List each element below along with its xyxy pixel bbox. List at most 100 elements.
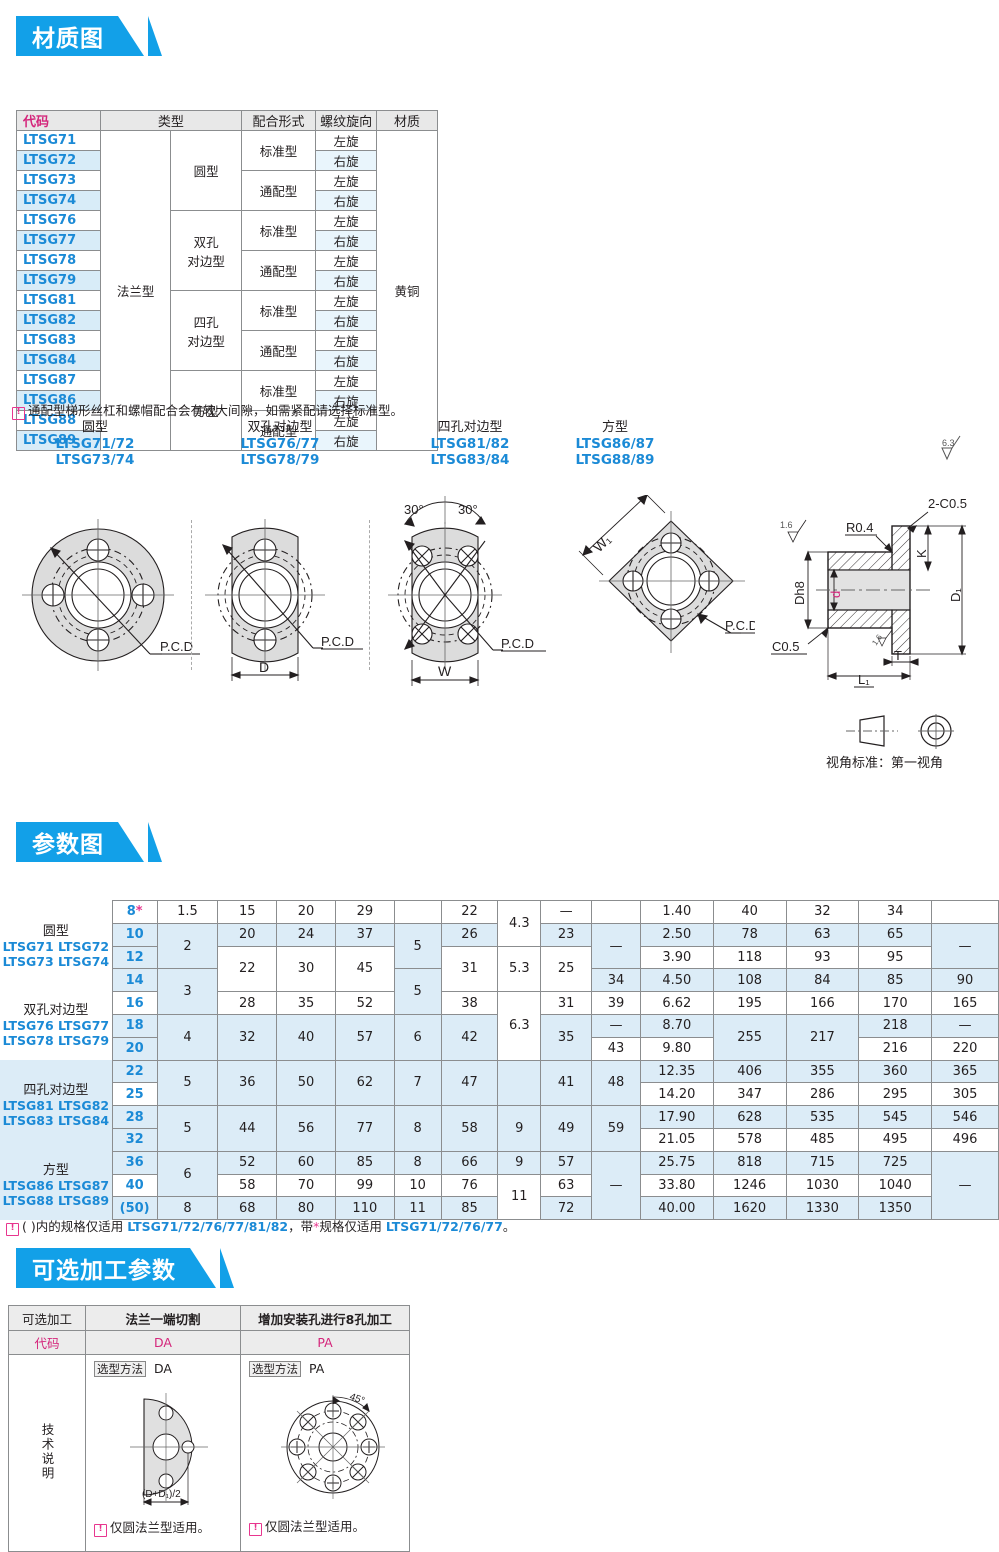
hand-cell: 左旋 bbox=[315, 330, 378, 351]
table-row: 14 3 5 34 4.50 108 84 85 90 bbox=[0, 968, 999, 1015]
caption-code-1: LTSG71/72 bbox=[55, 436, 135, 452]
c7-cell: 47 bbox=[440, 1059, 499, 1107]
code-cell: LTSG72 bbox=[16, 150, 101, 171]
c13-cell: 485 bbox=[785, 1127, 860, 1152]
c9-cell: 31 bbox=[540, 991, 593, 1015]
note-text: 仅圆法兰型适用。 bbox=[265, 1519, 366, 1534]
c8-cell: 4.3 bbox=[497, 900, 542, 947]
optional-row-label: 可选加工 bbox=[8, 1305, 86, 1331]
banner-tail-2 bbox=[148, 16, 162, 56]
optional-col1-note: !仅圆法兰型适用。 bbox=[94, 1517, 232, 1537]
c13-cell: 355 bbox=[785, 1059, 860, 1084]
c15-cell: 90 bbox=[931, 968, 999, 993]
svg-text:Dh8: Dh8 bbox=[792, 581, 807, 605]
table-row: 四孔对边型 LTSG81 LTSG82 LTSG83 LTSG84 22 5 3… bbox=[0, 1059, 999, 1152]
c15-cell bbox=[931, 900, 999, 924]
c4-cell: 30 bbox=[276, 945, 336, 993]
c3-cell: 68 bbox=[217, 1196, 278, 1221]
c7-cell: 22 bbox=[440, 900, 499, 924]
c11-cell: 33.80 bbox=[639, 1173, 714, 1198]
table-row: LTSG84 右旋 bbox=[16, 350, 438, 371]
hand-cell: 左旋 bbox=[315, 250, 378, 271]
svg-text:30°: 30° bbox=[404, 502, 424, 517]
c12-cell: 40 bbox=[712, 900, 787, 924]
group-codes: LTSG86 LTSG87 LTSG88 LTSG89 bbox=[2, 1177, 110, 1208]
type-round: 圆型 bbox=[170, 130, 242, 211]
method-line-1: 选型方法 DA bbox=[94, 1361, 232, 1377]
drawing-round-flange: P.C.D bbox=[10, 515, 200, 705]
c15-cell: 305 bbox=[931, 1082, 999, 1107]
star-mark: * bbox=[135, 904, 143, 920]
hand-cell: 右旋 bbox=[315, 150, 378, 171]
c4-cell: 70 bbox=[276, 1173, 336, 1198]
table-row: 18 4 32 40 57 6 42 35 — 8.70 255 217 218… bbox=[0, 1013, 999, 1061]
c14-cell: 95 bbox=[858, 945, 933, 970]
c15-cell: — bbox=[931, 1150, 999, 1221]
material-note: !通配型梯形丝杠和螺帽配合会有较大间隙，如需紧配请选择标准型。 bbox=[12, 400, 403, 420]
hand-cell: 右旋 bbox=[315, 310, 378, 331]
banner-tail-2 bbox=[220, 1248, 234, 1288]
c13-cell: 1030 bbox=[785, 1173, 860, 1198]
group-type: 双孔对边型 bbox=[23, 1003, 89, 1019]
pitch-cell: 8 bbox=[156, 1196, 219, 1221]
caption-code-2: LTSG88/89 bbox=[575, 452, 655, 468]
c6-cell: 8 bbox=[393, 1105, 442, 1152]
hand-cell: 左旋 bbox=[315, 410, 378, 431]
c7-cell: 26 bbox=[440, 922, 499, 947]
c7-cell: 42 bbox=[440, 1013, 499, 1061]
pitch-cell: 5 bbox=[156, 1105, 219, 1152]
c10-cell: 48 bbox=[591, 1059, 641, 1107]
c14-cell: 218 bbox=[858, 1013, 933, 1038]
c7-cell: 76 bbox=[440, 1173, 499, 1198]
drawing-pa: 45° bbox=[271, 1383, 401, 1508]
hand-cell: 右旋 bbox=[315, 390, 378, 411]
side-label-text: 技术说明 bbox=[39, 1422, 55, 1481]
c4-cell: 35 bbox=[276, 991, 336, 1015]
group-type: 方型 bbox=[42, 1162, 69, 1178]
projection-label: 视角标准：第一视角 bbox=[826, 756, 944, 771]
svg-text:L₁: L₁ bbox=[858, 672, 870, 687]
pitch-cell: 5 bbox=[156, 1059, 219, 1107]
c6-cell: 8 bbox=[393, 1150, 442, 1175]
code-cell: LTSG83 bbox=[16, 330, 101, 351]
c13-cell: 166 bbox=[785, 991, 860, 1015]
c14-cell: 295 bbox=[858, 1082, 933, 1107]
table-row: 20 43 9.80 216 220 bbox=[0, 1036, 999, 1061]
drawing-caption-round: 圆型 LTSG71/72 LTSG73/74 bbox=[20, 420, 170, 468]
table-row: LTSG81 四孔对边型 标准型 左旋 bbox=[16, 290, 438, 371]
c11-cell: 40.00 bbox=[639, 1196, 714, 1221]
hand-cell: 左旋 bbox=[315, 370, 378, 391]
table-row: LTSG86 右旋 bbox=[16, 390, 438, 411]
optional-col2-title: 增加安装孔进行8孔加工 bbox=[240, 1305, 410, 1331]
hand-cell: 右旋 bbox=[315, 230, 378, 251]
fit-standard: 标准型 bbox=[240, 210, 317, 251]
c12-cell: 406 bbox=[712, 1059, 787, 1084]
parameter-table: 圆型 LTSG71 LTSG72 LTSG73 LTSG74 8* 1.5 15… bbox=[0, 900, 999, 1221]
c5-cell: 85 bbox=[334, 1150, 395, 1175]
c14-cell: 34 bbox=[858, 900, 933, 924]
c3-cell: 32 bbox=[217, 1013, 278, 1061]
svg-text:K: K bbox=[914, 549, 929, 558]
c13-cell: 93 bbox=[785, 945, 860, 970]
c3-cell: 28 bbox=[217, 991, 278, 1015]
c4-cell: 24 bbox=[276, 922, 336, 947]
size-cell: 28 bbox=[111, 1105, 158, 1129]
table-row: LTSG76 双孔对边型 标准型 左旋 bbox=[16, 210, 438, 291]
c13-cell: 63 bbox=[785, 922, 860, 947]
svg-text:30°: 30° bbox=[458, 502, 478, 517]
c6-cell: 6 bbox=[393, 1013, 442, 1061]
c4-cell: 56 bbox=[276, 1105, 336, 1152]
surface-roughness-symbol-63: 6.3 bbox=[938, 432, 980, 472]
c8-cell: 9 bbox=[497, 1105, 542, 1152]
c6-cell: 11 bbox=[393, 1196, 442, 1221]
c12-cell: 195 bbox=[712, 991, 787, 1015]
hand-cell: 左旋 bbox=[315, 290, 378, 311]
caption-type: 方型 bbox=[601, 420, 628, 435]
c6-cell: 7 bbox=[393, 1059, 442, 1107]
size-cell: 22 bbox=[111, 1059, 158, 1084]
c13-cell: 286 bbox=[785, 1082, 860, 1107]
size-cell: 10 bbox=[111, 922, 158, 947]
c10-cell: — bbox=[591, 922, 641, 970]
code-cell: LTSG87 bbox=[16, 370, 101, 391]
c12-cell: 255 bbox=[712, 1013, 787, 1061]
